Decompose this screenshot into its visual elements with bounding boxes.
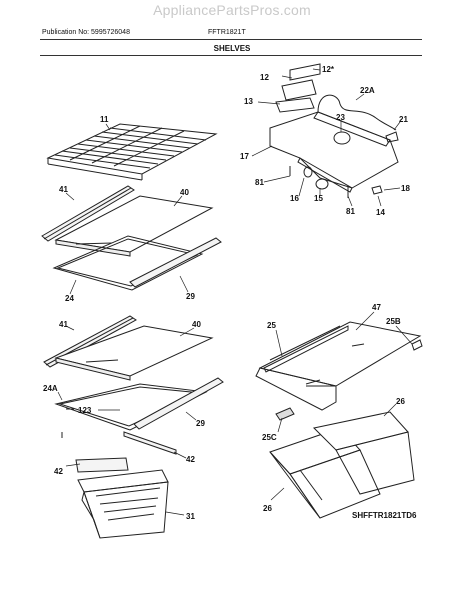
crisper-cover xyxy=(255,321,423,421)
callout-25: 25 xyxy=(267,321,276,330)
callout-31: 31 xyxy=(186,512,195,521)
callout-41-upper: 41 xyxy=(59,185,68,194)
glass-shelf-lower xyxy=(54,325,214,381)
callout-24a: 24A xyxy=(43,384,58,393)
callout-13: 13 xyxy=(244,97,253,106)
callout-26-left: 26 xyxy=(263,504,272,513)
shelf-side-trim-lower xyxy=(133,377,224,430)
shelf-trim-upper xyxy=(41,185,135,242)
callout-12: 12 xyxy=(260,73,269,82)
callout-40-upper: 40 xyxy=(180,188,189,197)
crisper-drawers-pair xyxy=(269,411,415,519)
callout-23: 23 xyxy=(336,113,345,122)
header-rule-bottom xyxy=(40,55,422,56)
model-number: FFTR1821T xyxy=(208,29,246,36)
callout-24: 24 xyxy=(65,294,74,303)
callout-29-upper: 29 xyxy=(186,292,195,301)
section-title: SHELVES xyxy=(213,44,251,53)
crisper-drawer xyxy=(77,469,169,539)
publication-number: Publication No: 5995726048 xyxy=(42,29,130,36)
callout-14: 14 xyxy=(376,208,385,217)
callout-18: 18 xyxy=(401,184,410,193)
wire-shelf xyxy=(46,123,218,181)
callout-22a: 22A xyxy=(360,86,375,95)
callout-123: 123 xyxy=(78,406,92,415)
callout-17: 17 xyxy=(240,152,249,161)
watermark: AppliancePartsPros.com xyxy=(153,2,311,18)
callout-47: 47 xyxy=(372,303,381,312)
header-rule-top xyxy=(40,39,422,40)
callout-16: 16 xyxy=(290,194,299,203)
callout-12-star: 12* xyxy=(322,65,335,74)
callout-26-right: 26 xyxy=(396,397,405,406)
callout-81-right: 81 xyxy=(346,207,355,216)
diagram-code: SHFFTR1821TD6 xyxy=(352,511,417,520)
control-housing xyxy=(269,63,399,198)
callout-42-left: 42 xyxy=(54,467,63,476)
callout-15: 15 xyxy=(314,194,323,203)
shelf-side-trim-upper xyxy=(129,237,222,288)
callout-21: 21 xyxy=(399,115,408,124)
callout-29-lower: 29 xyxy=(196,419,205,428)
callout-25b: 25B xyxy=(386,317,401,326)
callout-41-lower: 41 xyxy=(59,320,68,329)
callout-81-left: 81 xyxy=(255,178,264,187)
glass-shelf-upper xyxy=(54,195,214,257)
callout-11: 11 xyxy=(100,115,109,124)
callout-42-right: 42 xyxy=(186,455,195,464)
crisper-slide-rails xyxy=(61,431,177,473)
callout-25c: 25C xyxy=(262,433,277,442)
callout-40-lower: 40 xyxy=(192,320,201,329)
